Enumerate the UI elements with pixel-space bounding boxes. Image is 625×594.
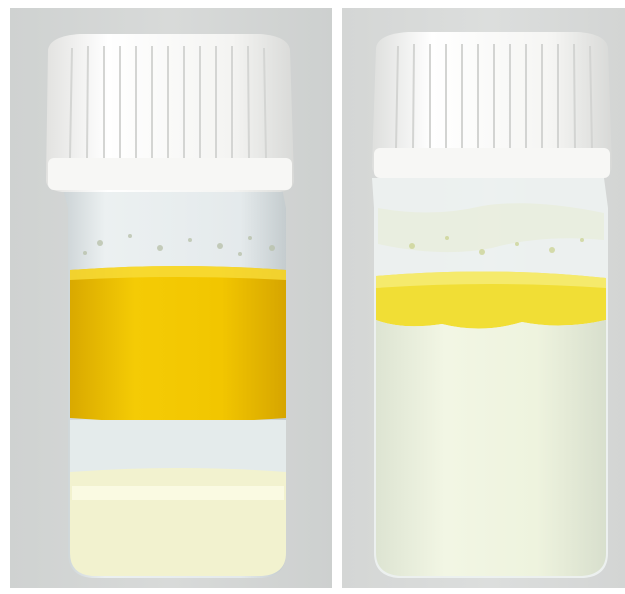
photo-panel-left: [10, 8, 332, 588]
cap-rim: [48, 158, 292, 190]
glass-residue: [378, 203, 604, 253]
vial-cap: [372, 32, 612, 178]
milky-emulsion: [376, 320, 606, 576]
photo-panel-right: [342, 8, 625, 588]
yellow-band: [376, 271, 606, 329]
vial-milky-emulsion: [342, 8, 625, 588]
yellow-phase: [70, 266, 286, 422]
bottom-layer-band: [72, 486, 284, 500]
glass-droplets: [409, 236, 584, 255]
meniscus-highlight: [70, 266, 286, 280]
clear-phase: [70, 420, 286, 472]
bottom-layer: [70, 468, 286, 576]
cap-ridges: [69, 45, 267, 159]
glass-droplets: [83, 234, 275, 256]
yellow-band-highlight: [376, 271, 606, 288]
cap-rim: [374, 148, 610, 178]
cap-ridges: [395, 43, 593, 149]
vial-phase-separated: [10, 8, 332, 588]
